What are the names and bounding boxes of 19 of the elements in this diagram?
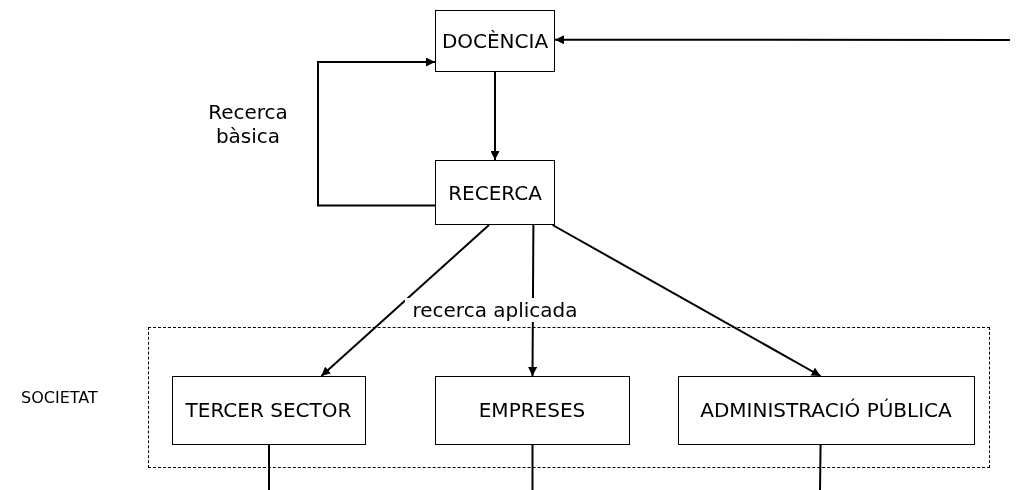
arrow [551,224,822,377]
arrow [490,71,500,161]
arrow [317,57,436,207]
node-label: RECERCA [448,180,542,205]
process-box [435,10,555,72]
arrow [320,224,490,377]
connector-line [531,444,534,490]
node-label: DOCÈNCIA [441,29,549,53]
process-box [171,375,366,445]
arrow [554,35,1011,45]
process-box [677,375,975,445]
process-box [434,375,630,445]
group-label: SOCIETAT [21,388,98,408]
node-label: EMPRESES [478,398,586,422]
process-box [435,160,555,225]
node-label: TERCER SECTOR [185,398,352,422]
node-label: ADMINISTRACIÓ PÚBLICA [700,398,952,422]
connector-line [819,444,822,490]
connector-line [268,444,270,490]
